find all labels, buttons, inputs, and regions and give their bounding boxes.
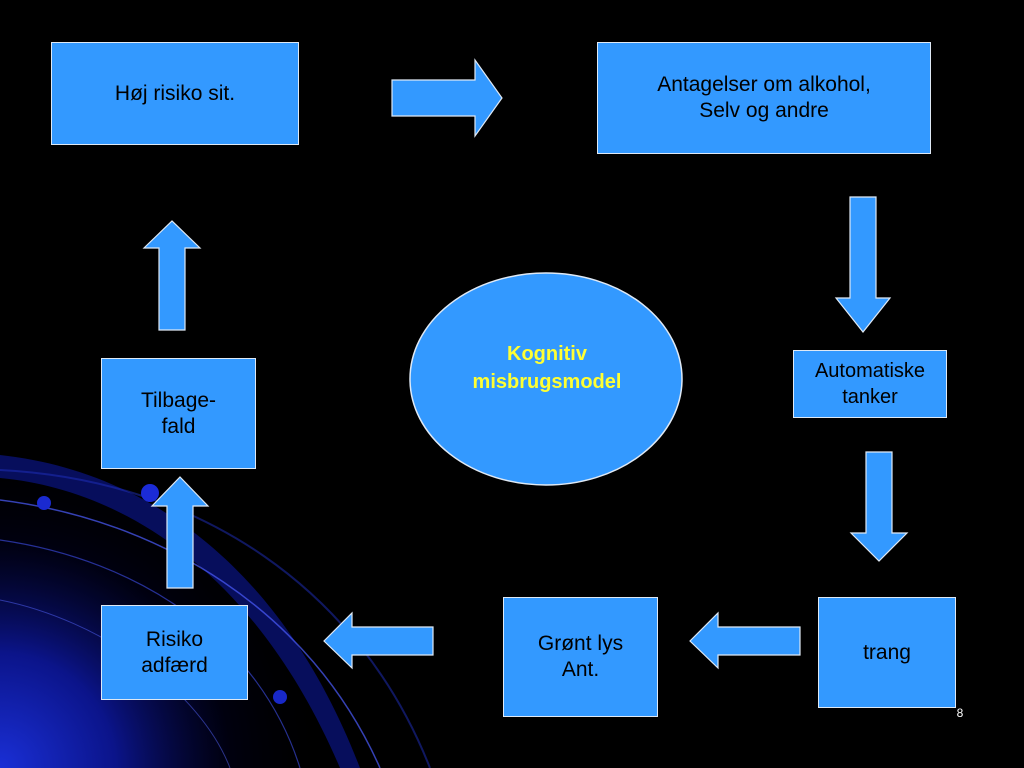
box-label: trang xyxy=(863,640,911,664)
center-ellipse xyxy=(409,272,683,486)
decorative-dot xyxy=(37,496,51,510)
box-label: Selv og andre xyxy=(699,99,829,122)
box-label: Høj risiko sit. xyxy=(114,81,236,105)
box-groent-lys: Grønt lys Ant. xyxy=(503,597,658,717)
box-automatiske-tanker: Automatiske tanker xyxy=(793,350,947,418)
decorative-dot xyxy=(273,690,287,704)
arrow-right-icon xyxy=(391,58,503,138)
decorative-dot xyxy=(141,484,159,502)
box-label: adfærd xyxy=(141,653,208,677)
box-hoej-risiko: Høj risiko sit. xyxy=(51,42,299,145)
box-trang: trang xyxy=(818,597,956,708)
arrow-left-icon xyxy=(689,611,801,670)
arrow-left-icon xyxy=(323,611,434,670)
box-label: Automatiske xyxy=(814,360,926,382)
page-number: 8 xyxy=(956,706,964,720)
box-risiko-adfaerd: Risiko adfærd xyxy=(101,605,248,700)
box-label: Grønt lys xyxy=(537,632,624,655)
center-title-line: misbrugsmodel xyxy=(472,371,622,393)
arrow-up-icon xyxy=(142,220,202,331)
box-label: Antagelser om alkohol, xyxy=(657,73,871,96)
box-label: fald xyxy=(161,414,196,438)
box-label: tanker xyxy=(842,386,898,408)
arrow-down-icon xyxy=(849,451,909,562)
box-antagelser: Antagelser om alkohol, Selv og andre xyxy=(597,42,931,154)
box-label: Ant. xyxy=(561,658,600,681)
arrow-up-icon xyxy=(150,476,210,589)
box-label: Tilbage- xyxy=(140,388,217,412)
box-tilbagefald: Tilbage- fald xyxy=(101,358,256,469)
center-title-line: Kognitiv xyxy=(507,343,587,365)
box-label: Risiko xyxy=(145,627,204,651)
arrow-down-icon xyxy=(834,196,892,333)
center-title: Kognitiv misbrugsmodel xyxy=(410,340,684,396)
